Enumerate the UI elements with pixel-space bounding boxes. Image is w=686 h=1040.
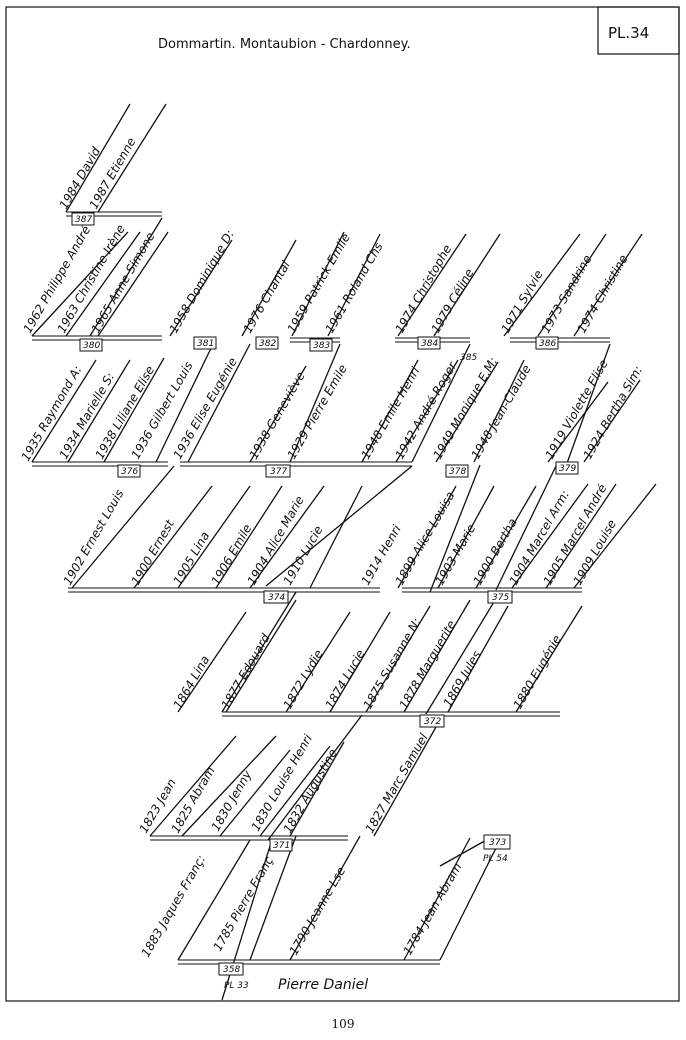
plate-label: PL.34 bbox=[608, 24, 649, 42]
svg-text:376: 376 bbox=[121, 467, 138, 477]
person-label: 1902 Ernest Louis bbox=[60, 487, 126, 587]
family-box-373: 373 bbox=[483, 834, 511, 850]
svg-text:373: 373 bbox=[489, 838, 506, 848]
svg-text:380: 380 bbox=[83, 341, 100, 351]
svg-text:375: 375 bbox=[492, 593, 509, 603]
ref-pl54: PL 54 bbox=[483, 854, 508, 864]
person-label: 1976 Chantal bbox=[240, 258, 293, 335]
svg-text:381: 381 bbox=[197, 339, 214, 349]
svg-text:382: 382 bbox=[259, 339, 276, 349]
family-box-383: 383 bbox=[309, 338, 333, 352]
page-title: Dommartin. Montaubion - Chardonney. bbox=[158, 37, 411, 52]
family-box-376: 376 bbox=[117, 464, 141, 478]
family-box-378: 378 bbox=[445, 464, 469, 478]
svg-text:383: 383 bbox=[313, 341, 330, 351]
family-box-377: 377 bbox=[265, 464, 291, 478]
person-label: 1784 Jean Abram bbox=[400, 861, 464, 958]
person-label: 1948 Emile Henri bbox=[358, 364, 422, 461]
person-label: 1877 Edouard bbox=[218, 631, 273, 711]
person-label: 1880 Eugénie bbox=[510, 633, 564, 712]
family-box-372: 372 bbox=[419, 714, 445, 728]
family-box-380: 380 bbox=[79, 338, 103, 352]
person-label: 1958 Dominique D: bbox=[166, 228, 236, 336]
page-frame bbox=[5, 6, 680, 1002]
person-label: 1790 Jeanne Lse bbox=[286, 864, 348, 957]
descent-lines bbox=[71, 217, 611, 1001]
family-box-381: 381 bbox=[193, 336, 217, 350]
plate-box bbox=[597, 6, 680, 55]
person-label: 1864 Lina bbox=[170, 653, 212, 711]
family-box-379: 379 bbox=[555, 461, 579, 475]
svg-text:377: 377 bbox=[270, 467, 287, 477]
family-box-386: 386 bbox=[535, 336, 559, 350]
person-label: 1785 Pierre Franç bbox=[210, 854, 276, 954]
family-box-358: 358 bbox=[218, 962, 244, 976]
family-boxes: 358 373 371 372 374 375 376 377 378 379 … bbox=[71, 212, 579, 976]
family-box-371: 371 bbox=[269, 838, 293, 852]
person-label: 1904 Marcel Arm: bbox=[506, 488, 572, 588]
person-label: 1971 Sylvie bbox=[498, 268, 545, 336]
person-label: 1965 Anne Simone bbox=[88, 230, 157, 336]
svg-text:387: 387 bbox=[75, 215, 92, 225]
person-label: 1827 Marc Samuel bbox=[362, 731, 431, 836]
root-person: Pierre Daniel bbox=[278, 977, 368, 993]
svg-text:378: 378 bbox=[449, 467, 466, 477]
svg-text:386: 386 bbox=[539, 339, 556, 349]
family-box-374: 374 bbox=[263, 590, 289, 604]
family-box-375: 375 bbox=[487, 590, 513, 604]
person-label: 1874 Lucie bbox=[322, 647, 367, 711]
family-bars bbox=[32, 211, 610, 965]
person-label: 1883 Jaques Franç: bbox=[138, 853, 208, 960]
svg-text:358: 358 bbox=[223, 965, 240, 975]
family-box-384: 384 bbox=[417, 336, 441, 350]
family-box-387: 387 bbox=[71, 212, 95, 226]
person-label: 1830 Louise Henri bbox=[248, 731, 315, 833]
ref-pl33: PL 33 bbox=[224, 981, 249, 991]
svg-text:384: 384 bbox=[421, 339, 438, 349]
person-label: 1872 Lydie bbox=[280, 647, 325, 711]
person-label: 1905 Lina bbox=[170, 529, 212, 587]
page-number: 109 bbox=[331, 1017, 355, 1031]
svg-text:379: 379 bbox=[559, 464, 576, 474]
family-box-382: 382 bbox=[255, 336, 279, 350]
svg-text:374: 374 bbox=[268, 593, 285, 603]
person-label: 1900 Ernest bbox=[128, 516, 177, 587]
ref-385: 385 bbox=[460, 353, 477, 363]
child-lines bbox=[31, 103, 657, 961]
svg-text:371: 371 bbox=[273, 841, 290, 851]
svg-text:372: 372 bbox=[424, 717, 441, 727]
